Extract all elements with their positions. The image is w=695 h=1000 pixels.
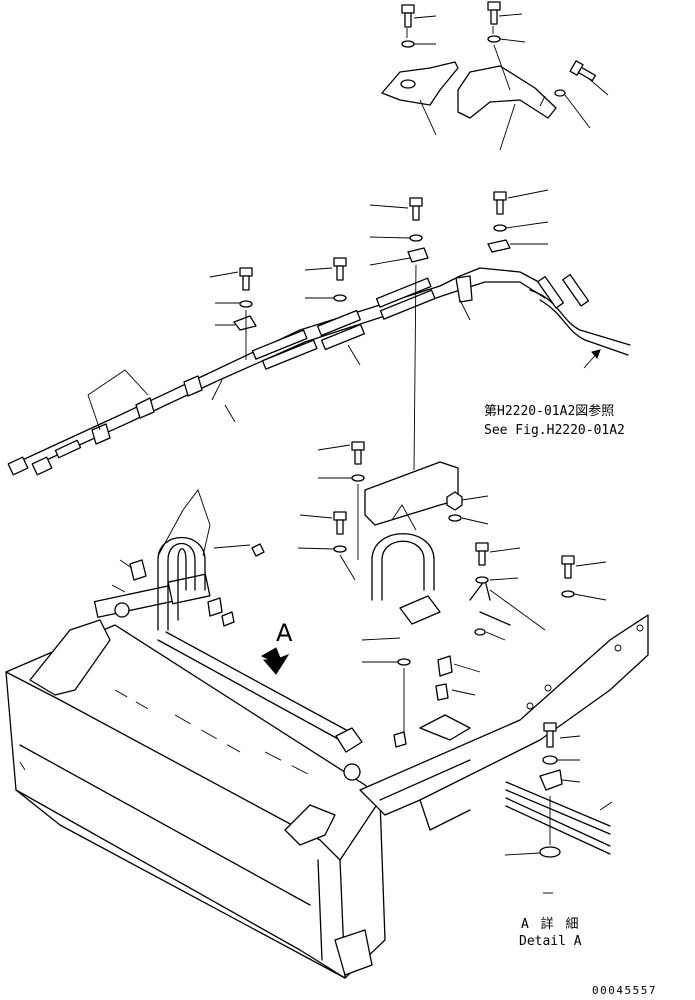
pipe-clamp [135, 397, 155, 419]
washer [475, 576, 489, 584]
bolt [351, 441, 365, 465]
nut [446, 491, 463, 511]
bolt [543, 722, 557, 748]
detail-title-en: Detail A [519, 934, 582, 949]
mounting-bracket [364, 461, 459, 526]
washer [351, 474, 365, 482]
top-guard-assembly [381, 1, 609, 151]
bolt [487, 1, 501, 25]
detail-a-view [504, 722, 613, 894]
washer [542, 755, 558, 765]
pipe-clamp [437, 655, 453, 677]
washer [493, 224, 507, 232]
blade-corner [334, 929, 373, 976]
hydraulic-hose-loop [371, 533, 435, 601]
bolt [475, 542, 489, 566]
bolt [239, 267, 253, 291]
detail-title-jp: A 詳 細 [521, 917, 581, 932]
pipe-clamp [221, 611, 235, 627]
hydraulic-pipe [41, 281, 546, 463]
dozer-blade [5, 441, 649, 979]
hose [251, 277, 436, 370]
bolt [333, 257, 347, 281]
hydraulic-hose-loop [157, 537, 206, 631]
washer [448, 514, 462, 522]
bolt [333, 511, 347, 535]
pipe-joint [317, 309, 365, 351]
washer [474, 628, 486, 636]
blade-bracket [29, 619, 111, 696]
hydraulic-line-assembly [7, 189, 631, 476]
washer [554, 89, 566, 97]
valve-block [419, 714, 471, 741]
cylinder-rod-end [335, 727, 363, 753]
washer [239, 300, 253, 308]
bolt [561, 555, 575, 579]
washer [409, 234, 423, 242]
pipe-clamp [129, 559, 147, 581]
hose-fitting [7, 439, 82, 476]
figure-reference-en: See Fig.H2220-01A2 [484, 423, 625, 438]
bolt [409, 197, 423, 221]
washer [333, 294, 347, 302]
pipe-clamp [183, 375, 203, 397]
pipe-clamp [455, 275, 473, 303]
washer [397, 658, 411, 666]
washer [561, 590, 575, 598]
pipe-clamp [207, 597, 223, 617]
frame-arm [359, 614, 649, 816]
nut [251, 543, 265, 557]
pipe-clamp [539, 769, 563, 791]
washer [401, 40, 415, 48]
drawing-number: 00045557 [592, 984, 657, 997]
bolt [401, 4, 415, 28]
pipe-clamp [487, 239, 511, 253]
blade-body [5, 624, 386, 979]
pipe-clamp [435, 683, 449, 701]
hose-fitting [537, 273, 590, 309]
pin [343, 763, 361, 781]
cover-plate-right [457, 65, 557, 119]
pipe-clamp [91, 423, 111, 445]
pipe-clamp [407, 247, 429, 263]
bolt [569, 60, 597, 82]
nut [393, 731, 407, 748]
lift-cylinder [93, 573, 211, 618]
blade-bracket [284, 804, 336, 846]
bolt [493, 191, 507, 215]
washer [539, 846, 561, 858]
view-label-a: A [276, 619, 293, 647]
cover-plate-left [381, 61, 459, 106]
valve-block [399, 595, 441, 625]
view-arrow [260, 647, 290, 675]
pipe-clamp [233, 315, 257, 331]
washer [333, 545, 347, 553]
figure-reference-jp: 第H2220-01A2図参照 [484, 404, 615, 419]
washer [487, 35, 501, 43]
